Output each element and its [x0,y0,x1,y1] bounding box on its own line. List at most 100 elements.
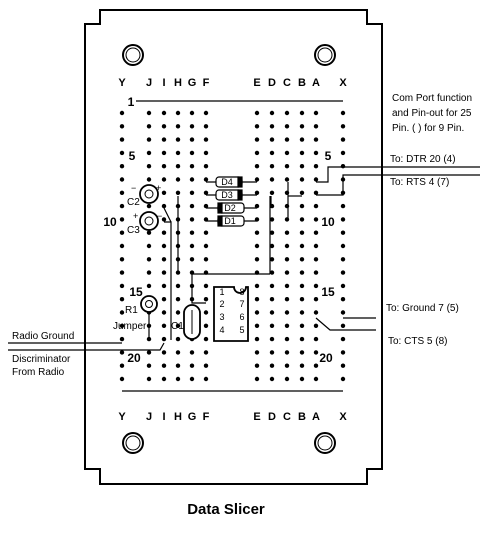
hole [203,110,209,116]
hole [254,190,260,195]
hole [299,270,305,275]
hole [299,190,305,195]
note-line-3: Pin. ( ) for 9 Pin. [392,123,464,134]
wire-dtr [316,166,480,183]
hole [340,376,346,382]
hole [119,350,125,355]
col-header-d: D [268,77,276,89]
diode-d3: D3 [206,189,257,201]
hole [313,376,319,382]
hole [119,376,125,382]
hole [340,283,346,289]
hole [299,203,305,209]
hole [119,336,125,342]
hole [299,164,305,169]
col-header-g: G [188,411,197,423]
hole [313,124,319,129]
hole [313,243,319,249]
hole [299,323,305,328]
hole [175,190,181,195]
hole [254,243,260,249]
hole [340,110,346,116]
hole [175,297,181,302]
hole [189,230,195,235]
hole [254,297,260,302]
hole [284,137,290,142]
hole [146,350,152,355]
hole [340,217,346,222]
board-outline [84,9,383,485]
c2-label: C2 [127,197,140,208]
jumper-label: Jumper [113,321,147,332]
svg-text:D1: D1 [224,216,236,226]
hole [254,350,260,355]
hole [313,177,319,182]
label-discriminator: Discriminator [12,354,71,365]
mounting-hole-top-right [314,44,336,66]
hole [284,336,290,342]
hole [203,350,209,355]
hole [340,323,346,328]
hole [340,203,346,209]
row-numbers: 1 5 10 15 20 5 10 15 20 [103,95,335,365]
col-header-d: D [268,411,276,423]
svg-text:+: + [133,211,138,221]
hole [161,164,167,169]
hole [284,164,290,169]
hole [175,137,181,142]
wire-discriminator [8,342,165,351]
svg-text:−: − [157,211,162,221]
hole [269,230,275,235]
hole [175,336,181,342]
hole [340,243,346,249]
label-cts: To: CTS 5 (8) [388,336,447,347]
ic-pin-4: 4 [219,325,224,335]
r1-label: R1 [125,305,138,316]
hole [313,164,319,169]
hole [299,137,305,142]
capacitor-c2: + − C2 [127,183,161,208]
hole [254,177,260,182]
hole [299,110,305,116]
hole [313,150,319,156]
col-header-y: Y [118,411,126,423]
hole [161,190,167,195]
capacitor-c1: C1 [171,304,201,340]
col-header-a: A [312,77,320,89]
ic-chip: 1 2 3 4 8 7 6 5 [213,286,249,342]
hole [203,323,209,328]
row-number-5-right: 5 [325,149,332,163]
hole [203,297,209,302]
label-dtr: To: DTR 20 (4) [390,154,456,165]
hole [161,270,167,275]
row-number-10: 10 [103,215,117,229]
hole [313,110,319,116]
hole [119,190,125,195]
hole [284,323,290,328]
resistor-r1: R1 Jumper [113,295,158,340]
hole [175,164,181,169]
hole [269,243,275,249]
hole [203,177,209,182]
hole [146,137,152,142]
annotations: Com Port function and Pin-out for 25 Pin… [12,93,472,518]
hole [119,217,125,222]
hole [269,150,275,156]
col-header-g: G [188,77,197,89]
hole [313,336,319,342]
hole [269,110,275,116]
hole [146,150,152,156]
hole [254,323,260,328]
ic-pin-7: 7 [239,299,244,309]
hole [119,323,125,328]
hole [146,283,152,289]
hole [189,376,195,382]
breadboard-holes [119,110,346,382]
hole [119,270,125,275]
label-from-radio: From Radio [12,367,65,378]
hole [340,257,346,262]
hole [189,124,195,129]
diode-d1: D1 [206,215,257,227]
hole [161,297,167,302]
col-header-a: A [312,411,320,423]
